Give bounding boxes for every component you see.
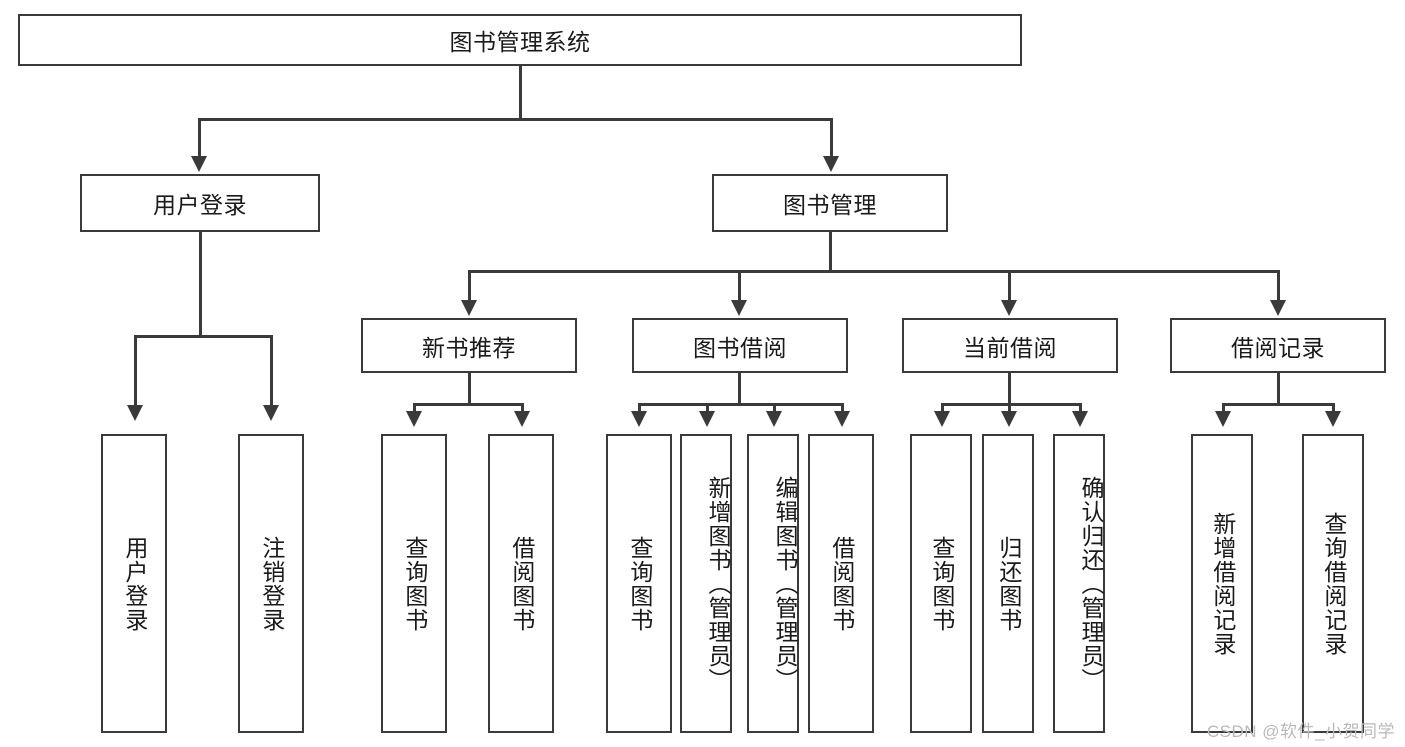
edge-br-drop-2 bbox=[1332, 403, 1335, 413]
edge-borrow-record-bar bbox=[1222, 403, 1334, 406]
edge-book-manage-stem bbox=[829, 232, 832, 270]
edge-current-borrow-bar bbox=[941, 403, 1081, 406]
arrowhead-user-login bbox=[191, 156, 207, 172]
node-new-book-recommend-label: 新书推荐 bbox=[422, 334, 516, 361]
node-borrow-record-label: 借阅记录 bbox=[1231, 334, 1325, 361]
node-leaf-borrow-book-1-label: 借阅图书 bbox=[508, 535, 535, 632]
edge-br-drop-1 bbox=[1222, 403, 1225, 413]
node-leaf-borrow-book-1[interactable]: 借阅图书 bbox=[488, 434, 554, 733]
node-leaf-add-book-label: 新增图书（管理员） bbox=[705, 475, 731, 692]
arrowhead-new-book-recommend bbox=[461, 300, 477, 316]
edge-current-borrow-stem bbox=[1008, 373, 1011, 403]
arrowhead-leaf-add-record bbox=[1215, 411, 1231, 427]
arrowhead-leaf-user-login bbox=[127, 405, 143, 421]
node-leaf-query-book-3[interactable]: 查询图书 bbox=[910, 434, 972, 733]
node-book-borrow-label: 图书借阅 bbox=[693, 334, 787, 361]
arrowhead-leaf-edit-book bbox=[766, 411, 782, 427]
arrowhead-leaf-query-book-3 bbox=[934, 411, 950, 427]
edge-new-book-recommend-bar bbox=[413, 403, 523, 406]
arrowhead-leaf-confirm-return bbox=[1072, 411, 1088, 427]
edge-bb-drop-1 bbox=[638, 403, 641, 413]
node-leaf-user-login-label: 用户登录 bbox=[121, 535, 148, 632]
node-leaf-borrow-book-2[interactable]: 借阅图书 bbox=[808, 434, 874, 733]
node-leaf-query-record[interactable]: 查询借阅记录 bbox=[1302, 434, 1364, 733]
arrowhead-leaf-borrow-book-1 bbox=[514, 411, 530, 427]
edge-book-manage-drop-4 bbox=[1277, 270, 1280, 302]
arrowhead-leaf-query-book-2 bbox=[631, 411, 647, 427]
arrowhead-leaf-query-book-1 bbox=[406, 411, 422, 427]
edge-bb-drop-2 bbox=[706, 403, 709, 413]
edge-user-login-drop-2 bbox=[270, 335, 273, 407]
arrowhead-leaf-add-book bbox=[699, 411, 715, 427]
node-user-login-label: 用户登录 bbox=[153, 192, 247, 218]
node-current-borrow-label: 当前借阅 bbox=[963, 334, 1057, 361]
node-user-login[interactable]: 用户登录 bbox=[80, 174, 320, 232]
node-leaf-logout-label: 注销登录 bbox=[258, 535, 285, 632]
node-new-book-recommend[interactable]: 新书推荐 bbox=[361, 318, 577, 373]
csdn-watermark: CSDN @软件_小贺同学 bbox=[1206, 722, 1395, 741]
edge-book-manage-drop-1 bbox=[468, 270, 471, 302]
node-leaf-return-book[interactable]: 归还图书 bbox=[982, 434, 1034, 733]
edge-user-login-stem bbox=[199, 232, 202, 335]
edge-book-borrow-stem bbox=[738, 373, 741, 403]
arrowhead-leaf-borrow-book-2 bbox=[834, 411, 850, 427]
node-leaf-return-book-label: 归还图书 bbox=[995, 535, 1022, 632]
arrowhead-current-borrow bbox=[1001, 300, 1017, 316]
edge-root-stem bbox=[519, 66, 522, 118]
edge-nbr-drop-1 bbox=[413, 403, 416, 413]
node-root[interactable]: 图书管理系统 bbox=[18, 14, 1022, 66]
node-leaf-edit-book[interactable]: 编辑图书（管理员） bbox=[747, 434, 799, 733]
edge-book-manage-drop-2 bbox=[738, 270, 741, 302]
edge-new-book-recommend-stem bbox=[468, 373, 471, 403]
edge-book-borrow-bar bbox=[638, 403, 843, 406]
edge-user-login-bar bbox=[134, 335, 272, 338]
node-leaf-query-book-2-label: 查询图书 bbox=[626, 535, 653, 632]
edge-nbr-drop-2 bbox=[521, 403, 524, 413]
node-root-label: 图书管理系统 bbox=[449, 29, 591, 55]
arrowhead-book-manage bbox=[823, 156, 839, 172]
edge-cb-drop-1 bbox=[941, 403, 944, 413]
edge-book-manage-drop-3 bbox=[1008, 270, 1011, 302]
arrowhead-borrow-record bbox=[1270, 300, 1286, 316]
node-leaf-user-login[interactable]: 用户登录 bbox=[101, 434, 167, 733]
node-book-manage[interactable]: 图书管理 bbox=[712, 174, 948, 232]
node-borrow-record[interactable]: 借阅记录 bbox=[1170, 318, 1386, 373]
node-leaf-add-record-label: 新增借阅记录 bbox=[1209, 511, 1236, 656]
node-leaf-borrow-book-2-label: 借阅图书 bbox=[828, 535, 855, 632]
edge-bb-drop-3 bbox=[773, 403, 776, 413]
edge-book-manage-bar bbox=[468, 270, 1279, 273]
node-leaf-edit-book-label: 编辑图书（管理员） bbox=[772, 475, 798, 692]
edge-cb-drop-3 bbox=[1079, 403, 1082, 413]
node-leaf-add-book[interactable]: 新增图书（管理员） bbox=[680, 434, 732, 733]
arrowhead-leaf-logout bbox=[263, 405, 279, 421]
edge-borrow-record-stem bbox=[1277, 373, 1280, 403]
node-leaf-confirm-return[interactable]: 确认归还（管理员） bbox=[1053, 434, 1105, 733]
node-book-manage-label: 图书管理 bbox=[783, 192, 877, 218]
edge-root-to-user-login bbox=[198, 118, 201, 160]
edge-root-to-book-manage bbox=[830, 118, 833, 160]
edge-bb-drop-4 bbox=[841, 403, 844, 413]
arrowhead-book-borrow bbox=[731, 300, 747, 316]
node-leaf-query-book-2[interactable]: 查询图书 bbox=[606, 434, 672, 733]
node-leaf-query-book-3-label: 查询图书 bbox=[928, 535, 955, 632]
edge-user-login-drop-1 bbox=[134, 335, 137, 407]
node-leaf-query-record-label: 查询借阅记录 bbox=[1320, 511, 1347, 656]
edge-root-bar bbox=[198, 118, 832, 121]
edge-cb-drop-2 bbox=[1008, 403, 1011, 413]
arrowhead-leaf-query-record bbox=[1325, 411, 1341, 427]
node-leaf-query-book-1[interactable]: 查询图书 bbox=[381, 434, 447, 733]
node-leaf-query-book-1-label: 查询图书 bbox=[401, 535, 428, 632]
node-leaf-confirm-return-label: 确认归还（管理员） bbox=[1078, 475, 1104, 692]
node-leaf-add-record[interactable]: 新增借阅记录 bbox=[1191, 434, 1253, 733]
node-current-borrow[interactable]: 当前借阅 bbox=[902, 318, 1118, 373]
arrowhead-leaf-return-book bbox=[1001, 411, 1017, 427]
node-book-borrow[interactable]: 图书借阅 bbox=[632, 318, 848, 373]
node-leaf-logout[interactable]: 注销登录 bbox=[238, 434, 304, 733]
